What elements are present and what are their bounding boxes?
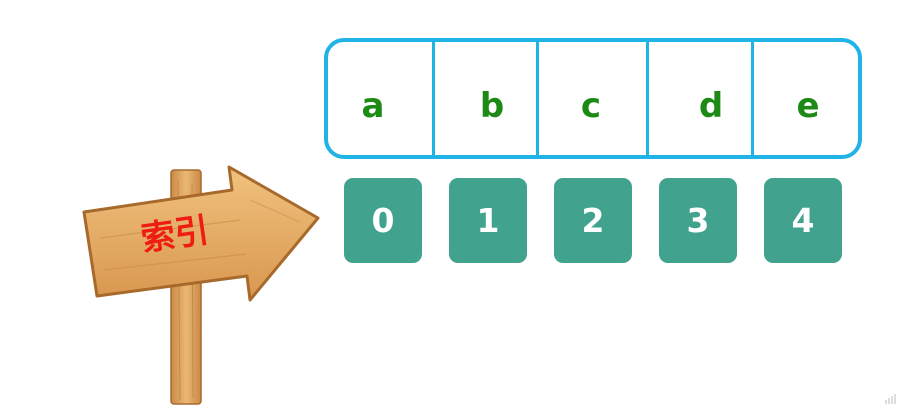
cell-divider <box>536 42 539 155</box>
index-tile-1: 1 <box>449 178 527 263</box>
corner-watermark-icon <box>885 394 896 404</box>
array-cell-a: a <box>361 86 385 126</box>
array-container <box>324 38 862 159</box>
array-cell-b: b <box>479 86 505 126</box>
index-tile-3: 3 <box>659 178 737 263</box>
array-cell-d: d <box>698 86 724 126</box>
index-tile-0: 0 <box>344 178 422 263</box>
array-cell-e: e <box>796 86 820 126</box>
sign-board <box>82 165 320 302</box>
index-tile-4: 4 <box>764 178 842 263</box>
cell-divider <box>432 42 435 155</box>
cell-divider <box>646 42 649 155</box>
cell-divider <box>751 42 754 155</box>
index-tile-2: 2 <box>554 178 632 263</box>
array-cell-c: c <box>580 86 602 126</box>
